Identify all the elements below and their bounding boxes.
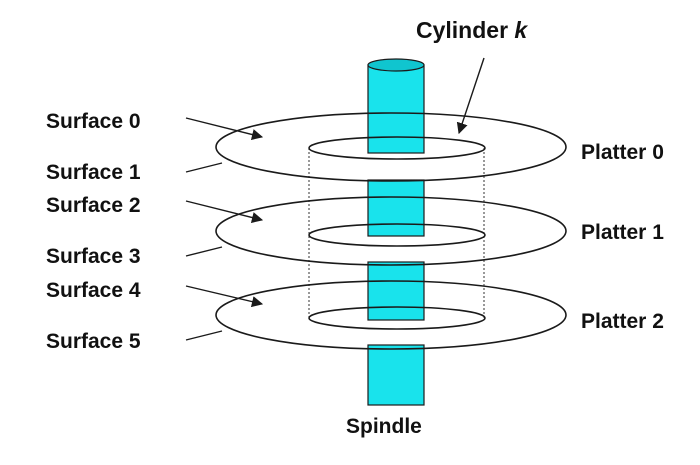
surface-label-2: Surface 2	[46, 194, 141, 217]
surface-labels: Surface 0 Surface 1 Surface 2 Surface 3 …	[46, 110, 141, 353]
platter-2	[215, 280, 567, 350]
surface-pointers	[185, 117, 264, 341]
platter-2-outer-edge	[215, 280, 567, 350]
platter-1-outer-edge	[215, 196, 567, 266]
platter-2-track-k	[308, 306, 486, 330]
surface-4-arrow	[185, 285, 264, 308]
surface-3-line	[185, 246, 223, 257]
surface-2-arrow	[185, 200, 264, 223]
cylinder-k-label: Cylinder k	[416, 17, 528, 43]
spindle-label: Spindle	[346, 415, 422, 438]
platter-label-0: Platter 0	[581, 141, 664, 164]
cylinder-k-arrow	[456, 57, 485, 135]
platter-1	[215, 196, 567, 266]
surface-label-0: Surface 0	[46, 110, 141, 133]
surface-0-arrow	[185, 117, 264, 140]
surface-label-1: Surface 1	[46, 161, 141, 184]
platter-labels: Platter 0 Platter 1 Platter 2	[581, 141, 664, 333]
spindle-segment-mid-2	[367, 261, 425, 321]
spindle-top-cap	[367, 58, 425, 72]
platter-label-2: Platter 2	[581, 310, 664, 333]
spindle-segment-top	[367, 64, 425, 154]
platter-0	[215, 112, 567, 182]
platter-1-track-k	[308, 223, 486, 247]
surface-label-3: Surface 3	[46, 245, 141, 268]
surface-label-4: Surface 4	[46, 279, 141, 302]
surface-1-line	[185, 162, 223, 173]
spindle-segment-mid-1	[367, 179, 425, 237]
platter-label-1: Platter 1	[581, 221, 664, 244]
platter-0-track-k	[308, 136, 486, 160]
surface-label-5: Surface 5	[46, 330, 141, 353]
spindle	[367, 58, 425, 406]
spindle-segment-bottom	[367, 344, 425, 406]
surface-5-line	[185, 330, 223, 341]
platter-0-outer-edge	[215, 112, 567, 182]
